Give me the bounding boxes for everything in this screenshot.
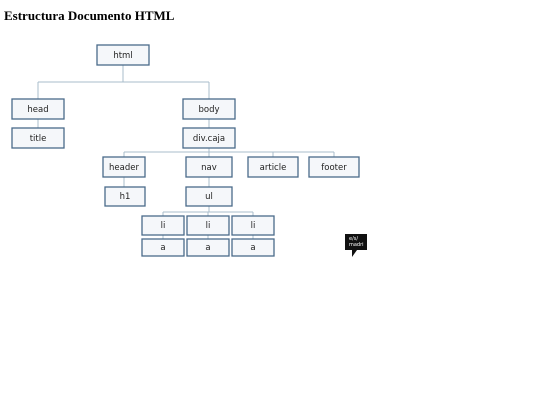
node-body-label: body — [198, 105, 219, 115]
node-title-label: title — [30, 134, 47, 144]
node-a-3: a — [231, 238, 275, 257]
node-divcaja: div.caja — [182, 127, 236, 149]
node-li-1: li — [141, 215, 185, 236]
node-a-1-label: a — [160, 243, 165, 253]
node-ul-label: ul — [205, 192, 213, 202]
node-head: head — [11, 98, 65, 120]
node-li-2: li — [186, 215, 230, 236]
node-li-2-label: li — [206, 221, 211, 231]
node-a-3-label: a — [250, 243, 255, 253]
edge-html-children — [37, 65, 210, 99]
logo-line-2: madri — [349, 242, 364, 248]
node-head-label: head — [27, 105, 48, 115]
connectors — [37, 65, 335, 239]
node-body: body — [182, 98, 236, 120]
node-a-2: a — [186, 238, 230, 257]
node-a-2-label: a — [205, 243, 210, 253]
node-li-3-label: li — [251, 221, 256, 231]
node-footer-label: footer — [321, 163, 347, 173]
node-header-label: header — [109, 163, 139, 173]
node-li-3: li — [231, 215, 275, 236]
logo-speech-tail — [352, 250, 360, 257]
node-nav: nav — [185, 156, 233, 178]
page-title: Estructura Documento HTML — [4, 8, 175, 23]
node-footer: footer — [308, 156, 360, 178]
node-h1: h1 — [104, 186, 146, 207]
node-li-1-label: li — [161, 221, 166, 231]
node-header: header — [102, 156, 146, 178]
edge-divcaja-children — [123, 148, 335, 157]
node-article-label: article — [260, 163, 287, 173]
node-nav-label: nav — [201, 163, 217, 173]
node-title: title — [11, 127, 65, 149]
node-article: article — [247, 156, 299, 178]
node-h1-label: h1 — [120, 192, 131, 202]
logo-line-1: e/s/ — [349, 236, 359, 242]
node-divcaja-label: div.caja — [193, 134, 225, 144]
esad-madrid-logo: e/s/ madri — [345, 234, 367, 250]
node-html: html — [96, 44, 150, 66]
edge-ul-li — [162, 206, 254, 216]
node-ul: ul — [185, 186, 233, 207]
node-html-label: html — [113, 51, 132, 61]
node-a-1: a — [141, 238, 185, 257]
edge-li-a — [162, 235, 254, 239]
